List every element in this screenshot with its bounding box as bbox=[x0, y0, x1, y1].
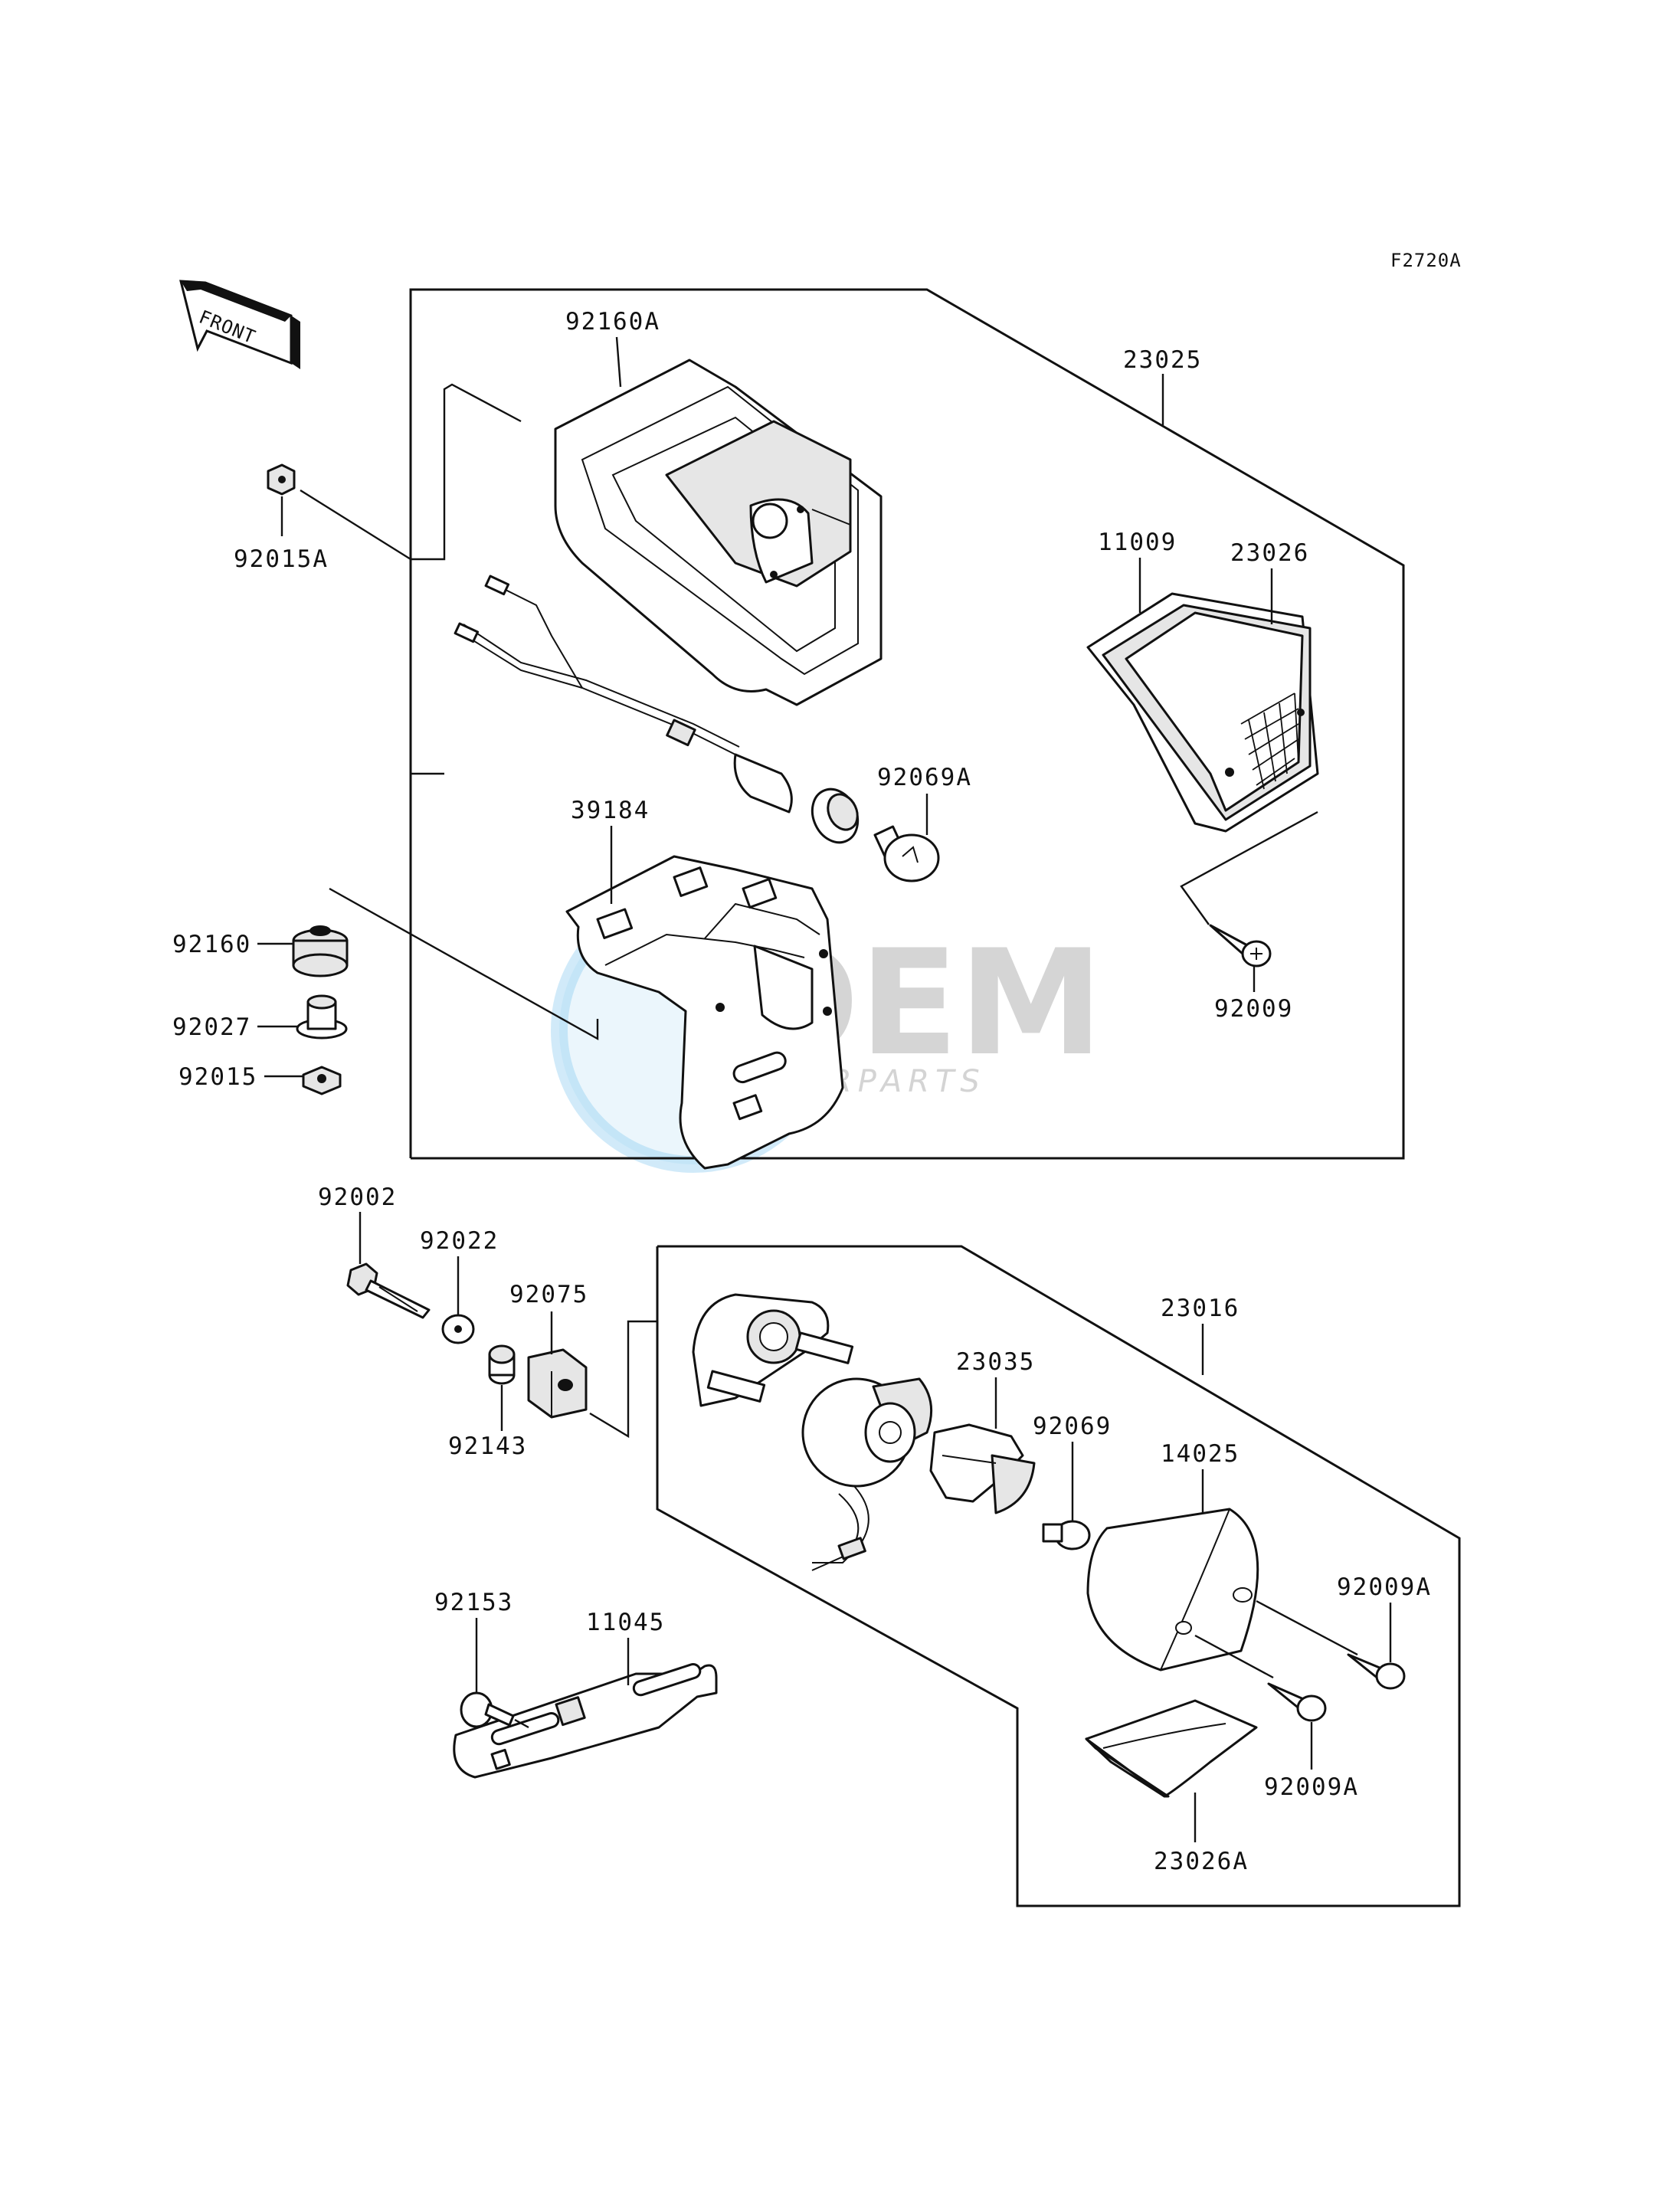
part-label-92015A: 92015A bbox=[234, 545, 329, 573]
socket-23035 bbox=[929, 1423, 1036, 1514]
collar-92143 bbox=[488, 1344, 516, 1385]
part-label-92015: 92015 bbox=[178, 1063, 257, 1091]
bulb-92069A bbox=[873, 825, 940, 882]
bulb-92069 bbox=[1042, 1520, 1091, 1550]
nut-92015 bbox=[302, 1066, 342, 1095]
screw-92009A-upper bbox=[1347, 1653, 1406, 1690]
part-label-23026: 23026 bbox=[1230, 539, 1309, 567]
part-label-92075: 92075 bbox=[509, 1281, 588, 1308]
front-direction-arrow-icon: FRONT bbox=[179, 280, 300, 369]
nut-92015A bbox=[267, 463, 411, 561]
part-label-92027: 92027 bbox=[172, 1013, 251, 1041]
part-label-11009: 11009 bbox=[1098, 529, 1177, 556]
damper-92075 bbox=[527, 1320, 657, 1439]
license-bracket-11045 bbox=[453, 1663, 718, 1779]
part-label-39184: 39184 bbox=[571, 797, 650, 824]
socket-plate bbox=[801, 1377, 933, 1571]
wire-harness bbox=[454, 575, 860, 844]
part-label-11045: 11045 bbox=[586, 1609, 665, 1636]
bracket-39184 bbox=[565, 855, 844, 1170]
part-label-92153: 92153 bbox=[434, 1589, 513, 1616]
damper-92160 bbox=[292, 925, 349, 977]
part-label-92009A-upper: 92009A bbox=[1337, 1573, 1432, 1601]
part-label-92009A-lower: 92009A bbox=[1264, 1773, 1359, 1801]
license-lamp-housing bbox=[692, 1293, 854, 1407]
screw-92009 bbox=[1180, 810, 1318, 968]
part-label-92160A: 92160A bbox=[565, 308, 660, 336]
part-label-92069A: 92069A bbox=[877, 764, 972, 791]
bolt-92002 bbox=[346, 1262, 431, 1319]
part-label-23025: 23025 bbox=[1123, 346, 1202, 374]
cover-14025 bbox=[1086, 1508, 1358, 1679]
lens-23026 bbox=[1086, 592, 1319, 833]
part-label-92143: 92143 bbox=[448, 1432, 527, 1460]
diagram-code: F2720A bbox=[1390, 250, 1462, 271]
lens-23026A bbox=[1085, 1699, 1258, 1798]
collar-92027 bbox=[296, 994, 348, 1040]
washer-92022 bbox=[441, 1314, 475, 1344]
part-label-23035: 23035 bbox=[956, 1348, 1035, 1376]
part-label-92009: 92009 bbox=[1214, 995, 1293, 1023]
assembly-frame-23016 bbox=[656, 1245, 1461, 1907]
part-label-92160: 92160 bbox=[172, 931, 251, 958]
part-label-92069: 92069 bbox=[1033, 1413, 1112, 1440]
part-labels: 92160A 23025 92015A 11009 23026 92069A 3… bbox=[172, 308, 1432, 1875]
tail-lamp-base-part bbox=[554, 359, 883, 706]
assembly-frame-23025 bbox=[409, 288, 1405, 1160]
part-label-92002: 92002 bbox=[318, 1184, 397, 1211]
part-label-14025: 14025 bbox=[1161, 1440, 1240, 1468]
bolt-92153 bbox=[460, 1691, 529, 1729]
part-label-23016: 23016 bbox=[1161, 1295, 1240, 1322]
screw-92009A-lower bbox=[1267, 1682, 1327, 1722]
part-label-23026A: 23026A bbox=[1154, 1848, 1249, 1875]
part-label-92022: 92022 bbox=[420, 1227, 499, 1255]
